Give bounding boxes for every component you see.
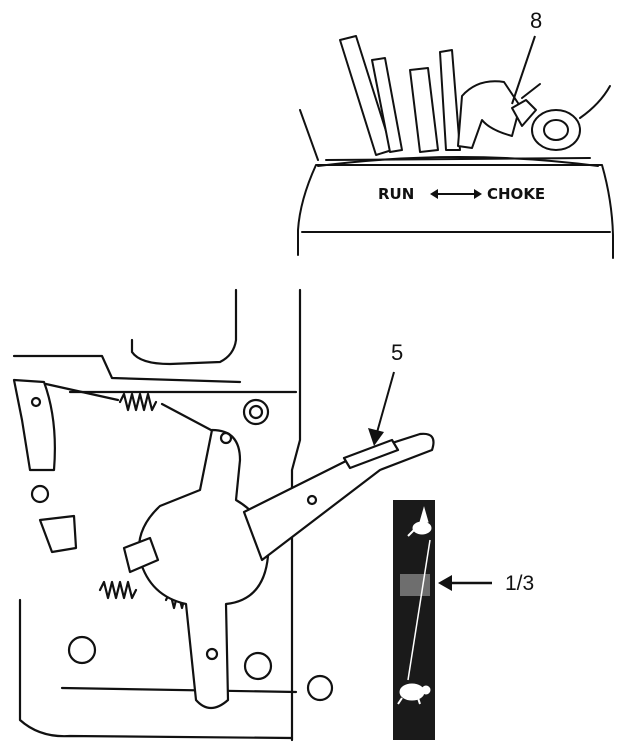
rabbit-icon bbox=[407, 506, 432, 537]
side-bolt bbox=[306, 674, 334, 702]
choke-cable bbox=[579, 85, 611, 119]
housing-rim bbox=[317, 156, 599, 167]
choke-wire-right bbox=[521, 83, 541, 99]
arrow-head-left bbox=[430, 189, 438, 199]
callout-5: 5 bbox=[368, 340, 403, 446]
frame-bottom-panel bbox=[60, 686, 298, 694]
choke-ring-inner bbox=[543, 119, 569, 141]
lower-left-bolt bbox=[67, 635, 97, 665]
arrow-head-right bbox=[474, 189, 482, 199]
choke-rod-3 bbox=[409, 67, 439, 153]
lever-tab bbox=[342, 438, 400, 470]
callout-8: 8 bbox=[511, 8, 542, 105]
callout-8-number: 8 bbox=[530, 8, 542, 33]
throttle-lever-arm bbox=[242, 432, 435, 562]
lower-spring-left bbox=[98, 580, 138, 600]
one-third-marker bbox=[400, 574, 430, 596]
choke-assembly-illustration bbox=[297, 35, 614, 259]
frame-right-edge bbox=[290, 288, 302, 742]
choke-label: CHOKE bbox=[487, 185, 545, 203]
choke-rod-2 bbox=[371, 57, 403, 153]
frame-left-bracket bbox=[12, 378, 56, 472]
strip-slope-line bbox=[407, 539, 431, 681]
throttle-lever-illustration bbox=[12, 288, 435, 742]
callout-one-third: 1/3 bbox=[438, 572, 534, 595]
choke-direction-label: RUN CHOKE bbox=[378, 185, 545, 203]
choke-knob bbox=[457, 80, 521, 149]
choke-ring bbox=[531, 109, 581, 151]
engine-frame bbox=[130, 288, 238, 366]
lower-right-bolt bbox=[243, 651, 273, 681]
callout-5-number: 5 bbox=[391, 340, 403, 365]
frame-left-rail bbox=[12, 354, 242, 384]
choke-bracket bbox=[511, 99, 537, 127]
callout-5-arrowhead bbox=[368, 428, 384, 446]
choke-base-plate bbox=[325, 157, 591, 161]
upper-spring bbox=[118, 392, 158, 412]
lower-link bbox=[122, 536, 160, 574]
one-third-arrowhead bbox=[438, 575, 452, 591]
lever-hole bbox=[306, 494, 318, 506]
choke-housing bbox=[297, 164, 614, 259]
choke-rod-4 bbox=[439, 49, 461, 151]
choke-wire-left bbox=[299, 109, 319, 161]
run-label: RUN bbox=[378, 185, 414, 203]
plate-hole-top bbox=[219, 431, 233, 445]
upper-bolt-inner bbox=[248, 404, 264, 420]
bracket-hole bbox=[30, 396, 42, 408]
speed-strip-body bbox=[393, 500, 435, 740]
speed-strip bbox=[393, 500, 435, 740]
left-clip bbox=[38, 514, 78, 554]
one-third-label: 1/3 bbox=[505, 572, 534, 595]
callout-8-leader bbox=[511, 35, 536, 105]
upper-bolt bbox=[242, 398, 270, 426]
callout-5-leader bbox=[375, 371, 395, 437]
frame-lower-block bbox=[18, 598, 294, 740]
left-stud bbox=[30, 484, 50, 504]
turtle-icon bbox=[397, 683, 431, 705]
plate-hole-bottom bbox=[205, 647, 219, 661]
